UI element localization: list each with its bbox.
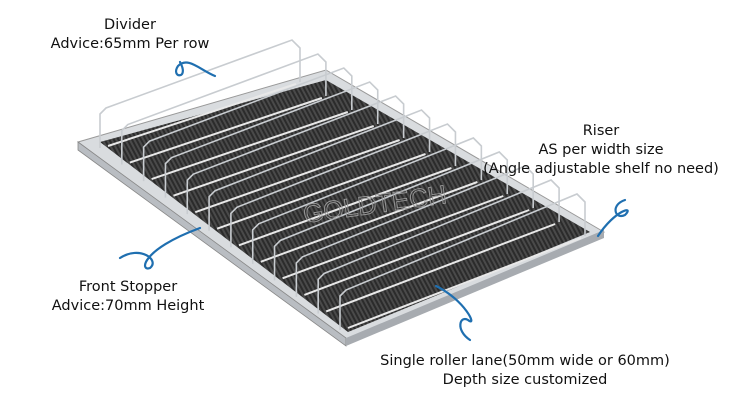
divider-arrow-icon [175,60,217,78]
divider-wire [273,151,509,281]
front-stopper-title: Front Stopper [78,279,178,295]
front-stopper-label: Front Stopper Advice:70mm Height [30,278,226,316]
lane-rail [151,111,349,181]
divider-advice: Advice:65mm Per row [50,36,210,52]
divider-wire [317,179,560,314]
dividers [99,39,586,330]
riser-arrow-icon [596,198,629,238]
lane-rail [173,125,375,197]
roller-lane-depth: Depth size customized [442,372,608,388]
riser [346,230,604,346]
roller-lane-title: Single roller lane(50mm wide or 60mm) [380,353,670,369]
divider-wire [121,53,327,165]
lane-rail [304,209,530,296]
lane-rail [282,195,504,280]
riser-size: AS per width size [538,142,664,158]
lane-rail [129,97,323,164]
divider-wire [99,39,301,148]
divider-label: Divider Advice:65mm Per row [30,16,230,54]
divider-wire [230,123,457,248]
lane-rail [347,237,582,329]
divider-wire [251,137,483,264]
lane-rail [260,181,478,263]
lane-rail [325,223,556,313]
divider-wire [142,67,353,182]
divider-wire [208,109,431,231]
lane-rail [216,153,426,230]
divider-title: Divider [104,17,156,33]
divider-wire [186,95,405,215]
divider-wire [164,81,379,198]
riser-note: (Angle adjustable shelf no need) [483,161,719,177]
roller-lane-label: Single roller lane(50mm wide or 60mm) De… [360,352,690,390]
riser-label: Riser AS per width size (Angle adjustabl… [472,122,730,179]
lane-rail [107,83,297,147]
divider-wire [295,165,534,297]
divider-wire [339,193,586,330]
lane-rail [194,139,400,214]
lane-rail [238,167,452,247]
arrow-icons [118,60,629,342]
roller-lane-arrow-icon [434,284,473,342]
front-stopper-arrow-icon [118,226,202,270]
riser-title: Riser [582,123,620,139]
front-stopper-advice: Advice:70mm Height [51,298,205,314]
